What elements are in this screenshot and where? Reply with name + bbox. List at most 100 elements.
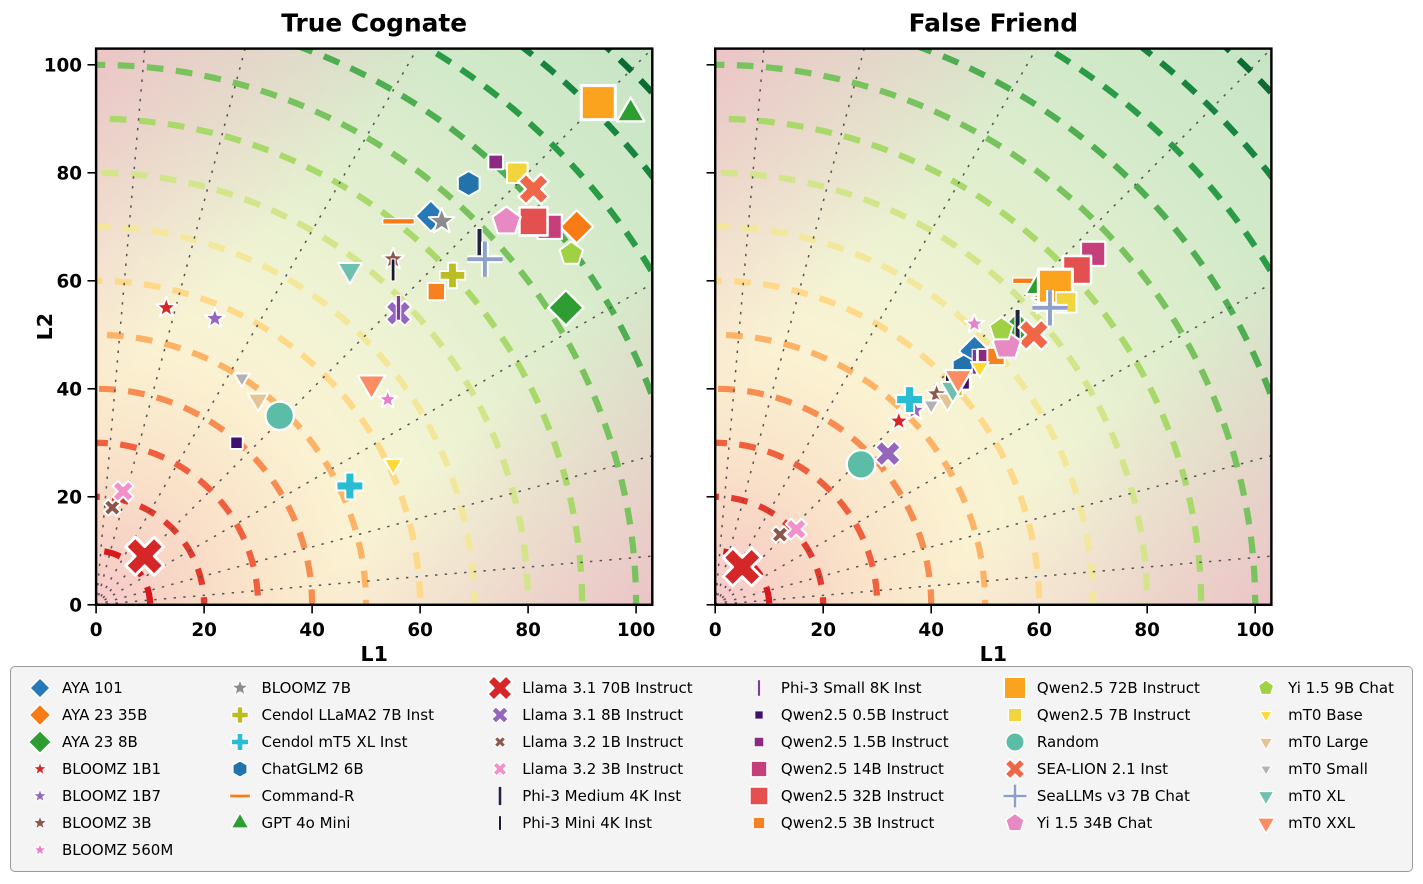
point-llama-3-1-70b-instruct	[124, 535, 166, 577]
point-yi-1-5-9b-chat	[558, 240, 584, 265]
point-mt0-large	[247, 392, 270, 413]
legend-item: Llama 3.2 3B Instruct	[485, 756, 693, 782]
legend-label: Llama 3.1 8B Instruct	[522, 706, 684, 725]
legend-item: SEA-LION 2.1 Inst	[1000, 756, 1200, 782]
legend-item: Llama 3.2 1B Instruct	[485, 729, 693, 755]
star-icon	[32, 815, 48, 830]
legend-item: AYA 101	[25, 675, 173, 701]
legend-label: AYA 23 8B	[62, 733, 138, 752]
point-chatglm2-6b	[456, 170, 481, 198]
subplot-title: False Friend	[908, 8, 1077, 37]
point-bloomz-560m	[963, 313, 985, 334]
point-aya-23-35b	[559, 209, 595, 245]
triangle-down-icon	[1256, 817, 1276, 835]
plus-icon	[230, 706, 249, 725]
triangle-down-icon	[1257, 791, 1275, 806]
pentagon-icon	[1004, 812, 1025, 832]
point-llama-3-2-3b-instruct	[784, 517, 808, 541]
point-random	[264, 400, 296, 432]
point-sea-lion-2-1-inst	[517, 172, 550, 206]
legend-item: Random	[1000, 729, 1200, 755]
triangle-down-icon	[1258, 737, 1274, 751]
point-bloomz-1b1	[155, 296, 178, 318]
point-mt0-base	[383, 458, 404, 476]
point-mt0-small	[233, 372, 251, 388]
x-tick-label: 60	[1026, 620, 1052, 641]
legend-label: Yi 1.5 34B Chat	[1036, 814, 1153, 833]
square-icon	[752, 817, 766, 830]
star-icon	[32, 761, 48, 776]
x-tick-label: 20	[810, 620, 836, 641]
legend-label: BLOOMZ 3B	[62, 814, 152, 833]
legend-item: mT0 Base	[1251, 702, 1394, 728]
legend-label: Qwen2.5 72B Instruct	[1036, 679, 1200, 698]
point-bloomz-7b	[427, 206, 456, 234]
legend-item: BLOOMZ 3B	[25, 810, 173, 836]
legend-label: AYA 23 35B	[62, 706, 148, 725]
vline-icon	[498, 786, 503, 807]
vline-icon	[757, 679, 761, 697]
point-seallms-v3-7b-chat	[1031, 290, 1068, 326]
point-qwen2-5-3b-instruct	[426, 282, 446, 302]
legend-item: BLOOMZ 1B1	[25, 756, 173, 782]
circle-icon	[1004, 732, 1025, 753]
legend-label: mT0 XL	[1288, 787, 1345, 806]
point-bloomz-560m	[377, 388, 399, 409]
legend-item: BLOOMZ 560M	[25, 837, 173, 863]
y-tick-label: 80	[57, 163, 83, 184]
legend-label: Phi-3 Small 8K Inst	[780, 679, 922, 698]
legend-label: Yi 1.5 9B Chat	[1288, 679, 1394, 698]
star-icon	[32, 788, 48, 803]
diamond-icon	[28, 703, 52, 727]
legend-label: Cendol mT5 XL Inst	[261, 733, 408, 752]
legend-label: Cendol LLaMA2 7B Inst	[261, 706, 435, 725]
y-tick-label: 20	[57, 487, 83, 508]
point-gpt-4o-mini	[615, 96, 646, 123]
x-axis-label: L1	[361, 642, 388, 664]
point-command-r	[382, 217, 415, 225]
point-cendol-llama2-7b-inst	[438, 261, 467, 290]
hexagon-icon	[231, 760, 248, 778]
legend-label: mT0 Base	[1288, 706, 1363, 725]
legend-label: Qwen2.5 32B Instruct	[780, 787, 944, 806]
point-yi-1-5-34b-chat	[491, 205, 522, 235]
legend-item: GPT 4o Mini	[225, 810, 435, 836]
point-llama-3-1-8b-instruct	[873, 439, 902, 468]
legend-item: Qwen2.5 3B Instruct	[744, 810, 949, 836]
point-bloomz-1b1	[887, 409, 910, 431]
legend-label: mT0 XXL	[1288, 814, 1356, 833]
legend-item: Qwen2.5 32B Instruct	[744, 783, 949, 809]
plus-icon	[230, 732, 249, 752]
legend-label: BLOOMZ 1B7	[62, 787, 162, 806]
legend-item: mT0 XXL	[1251, 810, 1394, 836]
legend-label: Phi-3 Mini 4K Inst	[522, 814, 652, 833]
legend-label: Random	[1036, 733, 1099, 752]
legend-item: Qwen2.5 14B Instruct	[744, 756, 949, 782]
x-icon	[1004, 758, 1026, 780]
x-icon	[492, 761, 508, 777]
square-icon	[1007, 707, 1023, 723]
legend-item: Llama 3.1 8B Instruct	[485, 702, 693, 728]
point-random	[845, 448, 877, 480]
square-icon	[753, 737, 765, 748]
legend-label: Qwen2.5 14B Instruct	[780, 760, 944, 779]
legend-label: Qwen2.5 0.5B Instruct	[780, 706, 949, 725]
legend-label: BLOOMZ 1B1	[62, 760, 162, 779]
x-tick-label: 40	[918, 620, 944, 641]
legend-label: Phi-3 Medium 4K Inst	[522, 787, 682, 806]
hline-icon	[228, 793, 251, 799]
y-tick-label: 0	[69, 595, 82, 616]
point-mt0-small	[922, 399, 940, 415]
legend-item: AYA 23 35B	[25, 702, 173, 728]
legend-item: SeaLLMs v3 7B Chat	[1000, 783, 1200, 809]
legend-label: Command-R	[261, 787, 355, 806]
point-llama-3-2-3b-instruct	[111, 479, 135, 503]
legend-item: ChatGLM2 6B	[225, 756, 435, 782]
x-tick-label: 0	[708, 620, 721, 641]
point-qwen2-5-14b-instruct	[1079, 240, 1107, 268]
